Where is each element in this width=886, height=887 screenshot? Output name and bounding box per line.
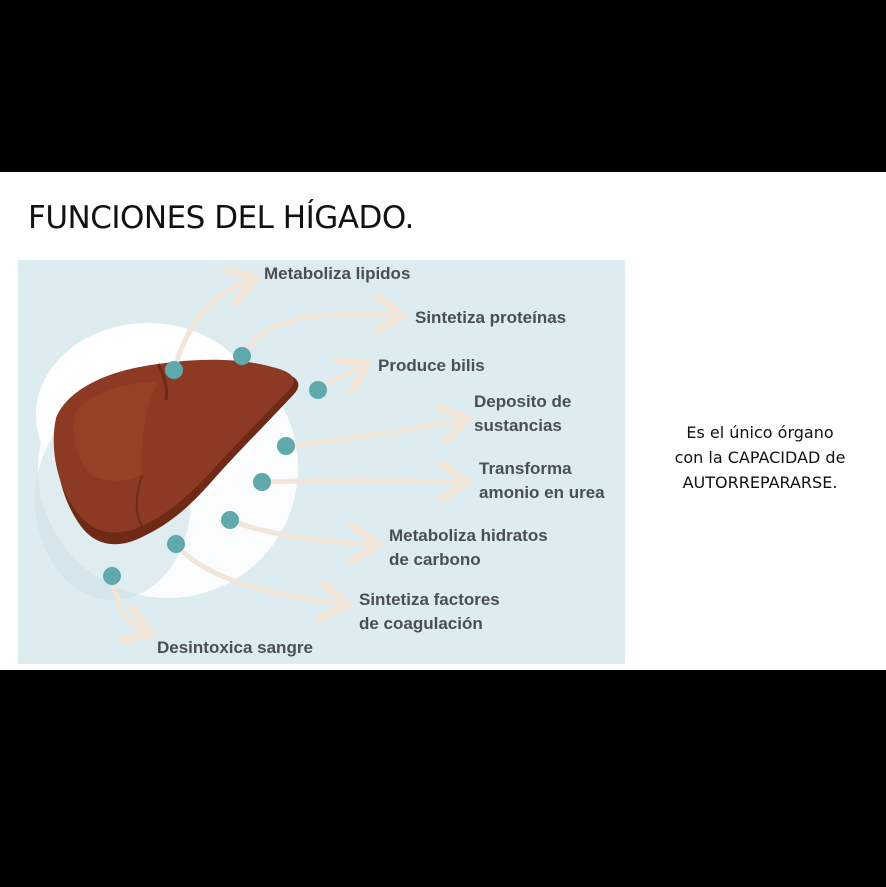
side-note-line: Es el único órgano <box>686 423 834 442</box>
function-dot <box>167 535 185 553</box>
label-line: Transforma <box>479 459 572 478</box>
liver-icon <box>53 359 299 545</box>
label-line: de carbono <box>389 550 481 569</box>
slide: FUNCIONES DEL HÍGADO. <box>0 172 886 670</box>
label-line: Produce bilis <box>378 356 485 375</box>
label-line: sustancias <box>474 416 562 435</box>
arrow-2 <box>239 314 398 359</box>
function-dot <box>233 347 251 365</box>
function-dot <box>277 437 295 455</box>
function-dot <box>103 567 121 585</box>
label-line: Deposito de <box>474 392 572 411</box>
side-note: Es el único órgano con la CAPACIDAD de A… <box>645 420 875 495</box>
slide-title: FUNCIONES DEL HÍGADO. <box>28 200 414 236</box>
arrow-8 <box>109 573 146 632</box>
function-dot <box>165 361 183 379</box>
side-note-line: AUTORREPARARSE. <box>682 473 838 492</box>
function-label-8: Desintoxica sangre <box>157 636 313 660</box>
function-label-6: Metaboliza hidratos de carbono <box>389 524 548 572</box>
arrow-5 <box>259 481 463 483</box>
diagram-canvas <box>35 260 625 664</box>
label-line: Metaboliza hidratos <box>389 526 548 545</box>
arrow-1 <box>171 280 251 373</box>
arrow-7 <box>173 541 343 604</box>
function-label-1: Metaboliza lipidos <box>264 262 410 286</box>
arrow-4 <box>283 420 463 449</box>
label-line: Desintoxica sangre <box>157 638 313 657</box>
function-label-5: Transforma amonio en urea <box>479 457 605 505</box>
label-line: Sintetiza proteínas <box>415 308 567 327</box>
function-dot <box>253 473 271 491</box>
function-label-3: Produce bilis <box>378 354 485 378</box>
label-line: de coagulación <box>359 614 483 633</box>
arrow-6 <box>227 517 373 544</box>
label-line: amonio en urea <box>479 483 605 502</box>
side-note-line: con la CAPACIDAD de <box>674 448 846 467</box>
function-dot <box>309 381 327 399</box>
function-dot <box>221 511 239 529</box>
label-line: Metaboliza lipidos <box>264 264 411 283</box>
liver-functions-diagram: Metaboliza lipidos Sintetiza proteínas P… <box>18 260 625 664</box>
function-label-2: Sintetiza proteínas <box>415 306 566 330</box>
label-line: Sintetiza factores <box>359 590 500 609</box>
function-label-4: Deposito de sustancias <box>474 390 571 438</box>
function-label-7: Sintetiza factores de coagulación <box>359 588 500 636</box>
